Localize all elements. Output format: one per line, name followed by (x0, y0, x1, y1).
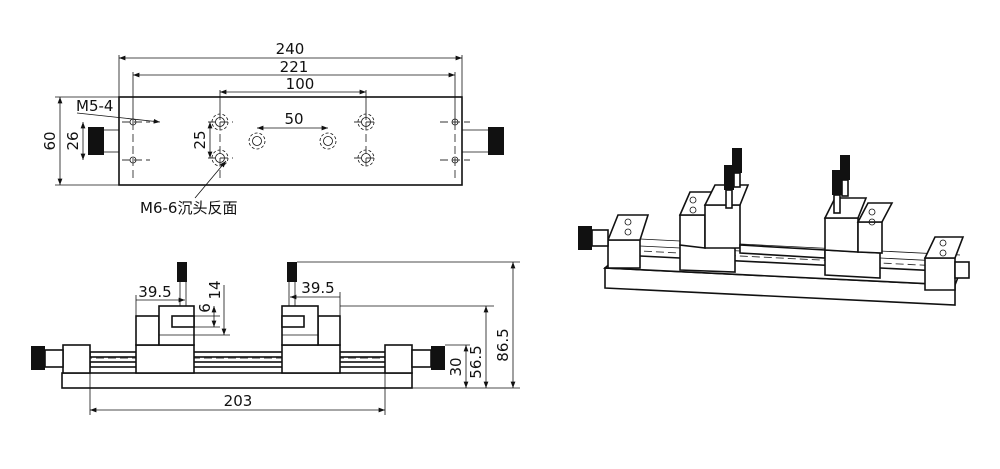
right-slider (281, 344, 341, 374)
dim-50: 50 (284, 110, 303, 128)
iso-right-screw-b-icon (840, 155, 850, 180)
dim-240: 240 (276, 40, 305, 58)
m6-holes (208, 110, 378, 182)
iso-right-screw-a-icon (832, 170, 842, 195)
dim-30: 30 (447, 357, 465, 376)
dim-221: 221 (280, 58, 309, 76)
dim-60: 60 (41, 131, 59, 150)
m5-holes (122, 110, 470, 180)
dim-86-5: 86.5 (494, 328, 512, 361)
front-left-knob-icon (31, 346, 45, 370)
iso-left-screw-b-icon (732, 148, 742, 173)
base-plate-top (118, 96, 463, 186)
right-knob-icon (488, 127, 504, 155)
base-rail (61, 372, 413, 389)
left-end-block (62, 344, 91, 374)
label-m5: M5-4 (76, 97, 113, 115)
left-knob-icon (88, 127, 104, 155)
left-clamp-screw-icon (177, 262, 187, 282)
dim-25: 25 (191, 130, 209, 149)
iso-left-screw-a-icon (724, 165, 734, 190)
front-right-knob-icon (431, 346, 445, 370)
dim-100: 100 (286, 75, 315, 93)
dim-39-5-right: 39.5 (301, 279, 334, 297)
isometric-view (578, 148, 970, 306)
right-clamp-screw-icon (287, 262, 297, 282)
top-view: 240 221 100 50 60 26 25 (41, 40, 504, 217)
label-m6: M6-6沉头反面 (140, 199, 237, 217)
dim-14: 14 (206, 280, 224, 299)
dim-26: 26 (64, 131, 82, 150)
dim-39-5-left: 39.5 (138, 283, 171, 301)
front-view: 39.5 39.5 6 14 203 30 56.5 86.5 (31, 261, 520, 415)
dim-6: 6 (196, 303, 214, 313)
iso-left-knob-icon (578, 226, 592, 250)
dim-203: 203 (224, 392, 253, 410)
right-end-block (384, 344, 413, 374)
left-slider (135, 344, 195, 374)
dim-56-5: 56.5 (467, 345, 485, 378)
